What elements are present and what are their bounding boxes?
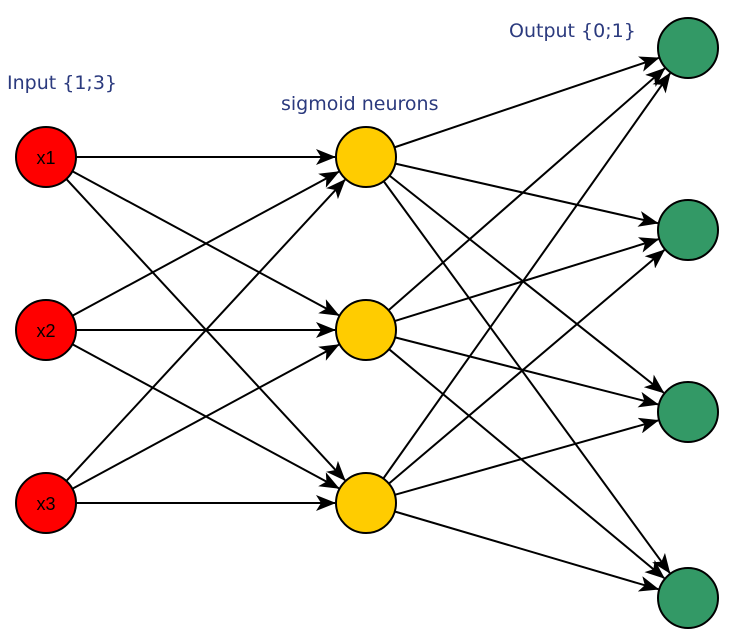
edge-hidden1-output2 bbox=[395, 162, 659, 227]
input-neuron-1 bbox=[15, 126, 77, 188]
input-neuron-3-label: x3 bbox=[36, 494, 55, 514]
hidden-neuron-2 bbox=[335, 299, 397, 361]
output-neuron-4 bbox=[657, 567, 719, 629]
edge-input3-hidden1 bbox=[65, 179, 346, 482]
edge-hidden1-output4 bbox=[382, 180, 671, 574]
edge-hidden3-output1 bbox=[382, 72, 671, 480]
edge-hidden3-output4 bbox=[394, 510, 660, 592]
output-neuron-1 bbox=[657, 17, 719, 79]
edge-hidden2-output4 bbox=[388, 348, 665, 579]
edge-hidden1-output3 bbox=[388, 174, 665, 394]
input-neuron-2-label: x2 bbox=[36, 321, 55, 341]
edge-hidden3-output3 bbox=[394, 417, 660, 496]
connections bbox=[65, 56, 671, 592]
edge-hidden2-output2 bbox=[394, 237, 660, 323]
edge-input3-hidden2 bbox=[71, 343, 340, 490]
edge-hidden1-output1 bbox=[394, 56, 660, 149]
edge-hidden3-output2 bbox=[388, 249, 666, 485]
output-layer-label: Output {0;1} bbox=[509, 20, 636, 42]
hidden-neuron-1 bbox=[335, 126, 397, 188]
output-neuron-3 bbox=[657, 381, 719, 443]
input-neuron-2 bbox=[15, 299, 77, 361]
neurons: x1 x2 x3 bbox=[15, 17, 719, 629]
input-neuron-3 bbox=[15, 472, 77, 534]
hidden-neuron-3 bbox=[335, 472, 397, 534]
output-neuron-2 bbox=[657, 199, 719, 261]
input-layer-label: Input {1;3} bbox=[7, 72, 117, 94]
edge-input2-hidden1 bbox=[71, 170, 340, 317]
input-neuron-1-label: x1 bbox=[36, 148, 55, 168]
hidden-layer-label: sigmoid neurons bbox=[281, 93, 438, 115]
edge-hidden2-output1 bbox=[387, 67, 666, 311]
edge-hidden2-output3 bbox=[394, 336, 659, 408]
